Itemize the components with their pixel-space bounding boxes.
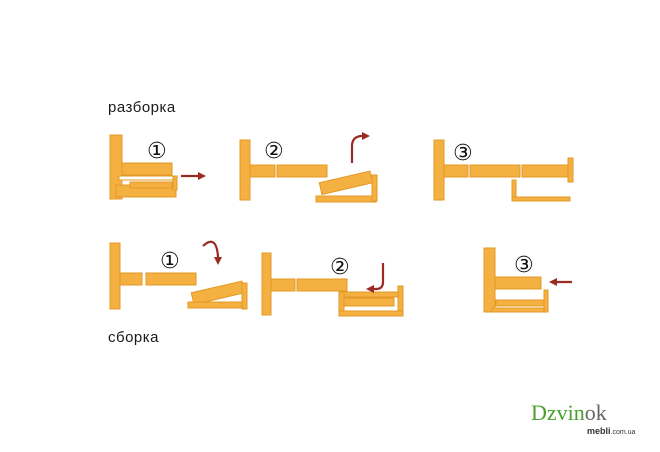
unfold-step-2: ② [239,139,378,203]
unfold-step-3: ③ [433,139,574,202]
logo-suffix: ok [584,400,607,425]
arrow-down-curve-icon [366,263,385,293]
fold-step-3: ③ [483,247,549,313]
unfold-step-1: ① [109,134,178,200]
step-number-2: ② [264,139,284,164]
arrow-up-curve-icon [350,132,370,163]
step-number-1-fold: ① [160,249,180,274]
fold-step-2: ② [261,252,404,317]
step-number-3: ③ [453,141,473,166]
brand-logo: Dzvinok mebli.com.ua [531,400,651,444]
fold-label: сборка [108,329,160,346]
fold-step-1: ① [109,242,248,310]
arrow-up-curve-icon [202,240,222,265]
logo-prefix: Dzvin [531,400,585,425]
unfold-label: разборка [108,99,176,116]
step-number-3-fold: ③ [514,253,534,278]
logo-domain: .com.ua [610,429,636,436]
step-number-2-fold: ② [330,255,350,280]
step-number-1: ① [147,139,167,164]
logo-sub: mebli [587,426,611,436]
